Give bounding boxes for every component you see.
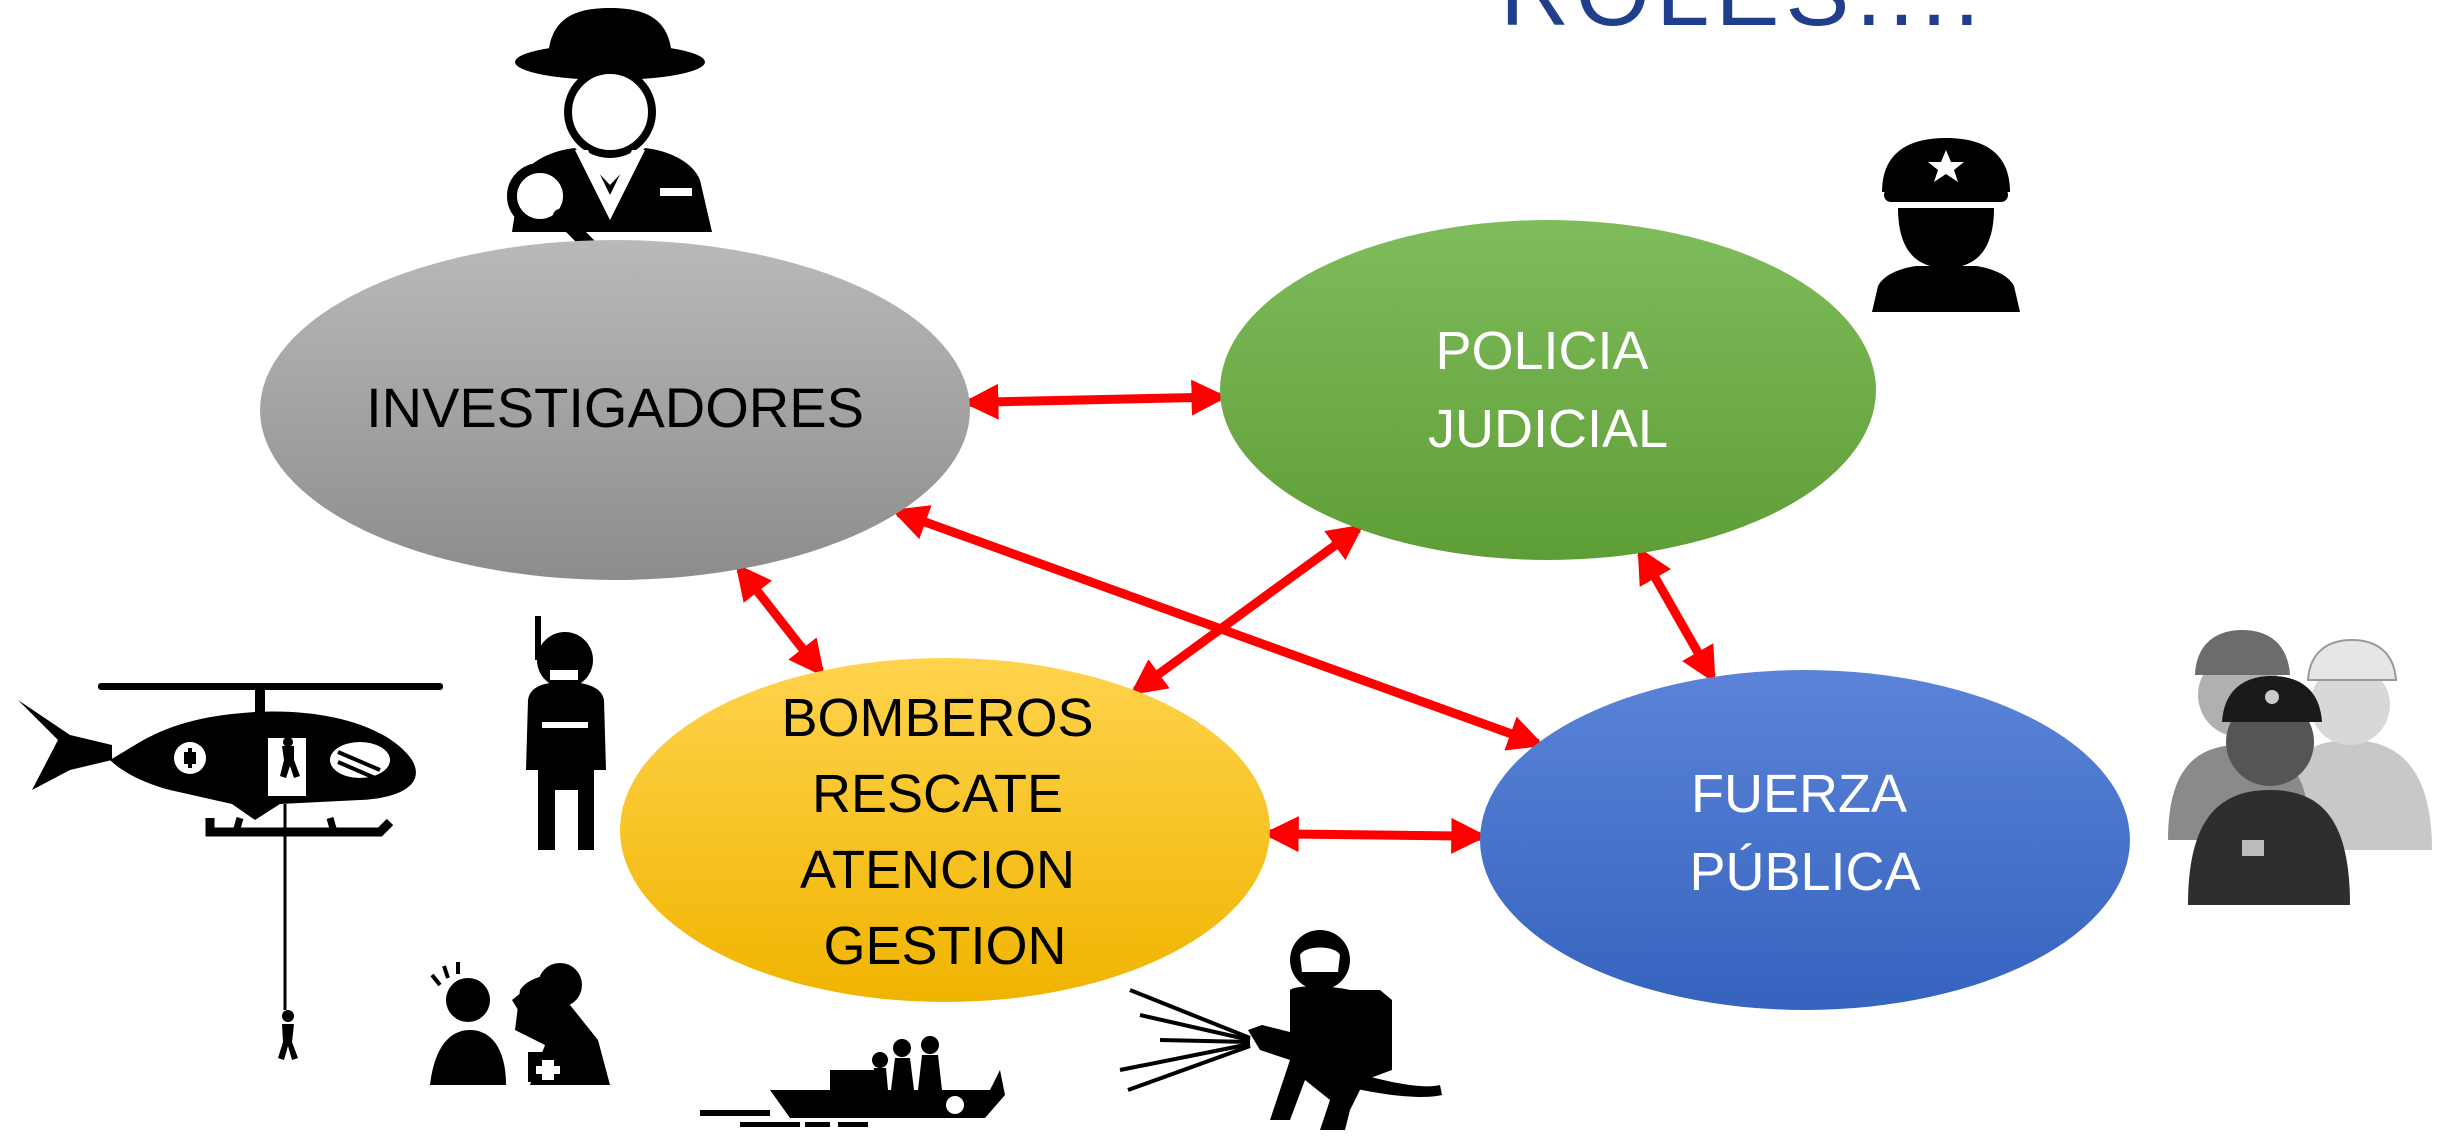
firefighter-icon: [1119, 930, 1442, 1130]
node-bomberos: BOMBEROS RESCATE ATENCION GESTION: [620, 658, 1270, 1002]
detective-icon: [507, 8, 712, 253]
policia-line-1: POLICIA: [1435, 321, 1648, 381]
node-investigadores: INVESTIGADORES: [260, 240, 970, 580]
node-policia: POLICIA JUDICIAL: [1220, 220, 1876, 560]
first-aid-icon: [430, 962, 610, 1085]
arrow-investigadores-bomberos: [735, 563, 825, 677]
policia-line-2: JUDICIAL: [1428, 399, 1668, 459]
security-team-icon: [2168, 630, 2432, 905]
arrow-policia-fuerza: [1637, 546, 1716, 684]
bomberos-line-3: ATENCION: [800, 840, 1075, 900]
investigadores-ellipse: [260, 240, 970, 580]
arrow-investigadores-policia: [962, 379, 1228, 420]
connections: [735, 379, 1716, 854]
fuerza-line-2: PÚBLICA: [1689, 842, 1920, 902]
arrow-bomberos-fuerza: [1262, 816, 1488, 854]
helicopter-icon: [18, 683, 443, 1060]
bomberos-ellipse: [620, 658, 1270, 1002]
fuerza-line-1: FUERZA: [1691, 764, 1907, 824]
bomberos-label: BOMBEROS RESCATE ATENCION GESTION: [781, 688, 1108, 976]
investigadores-label: INVESTIGADORES: [366, 376, 864, 439]
bomberos-line-2: RESCATE: [812, 764, 1063, 824]
diagram-title: ROLES....: [1500, 0, 1986, 48]
fuerza-ellipse: [1480, 670, 2130, 1010]
node-fuerza: FUERZA PÚBLICA: [1480, 670, 2130, 1010]
police-officer-icon: [1872, 138, 2020, 312]
bomberos-line-1: BOMBEROS: [781, 688, 1093, 748]
policia-label: POLICIA JUDICIAL: [1428, 321, 1668, 459]
investigadores-line-1: INVESTIGADORES: [366, 376, 864, 439]
policia-ellipse: [1220, 220, 1876, 560]
arrow-policia-bomberos: [1129, 524, 1364, 696]
rescuer-radio-icon: [526, 616, 606, 850]
rescue-boat-icon: [700, 1036, 1005, 1127]
bomberos-line-4: GESTION: [823, 916, 1066, 976]
fuerza-label: FUERZA PÚBLICA: [1689, 764, 1920, 902]
